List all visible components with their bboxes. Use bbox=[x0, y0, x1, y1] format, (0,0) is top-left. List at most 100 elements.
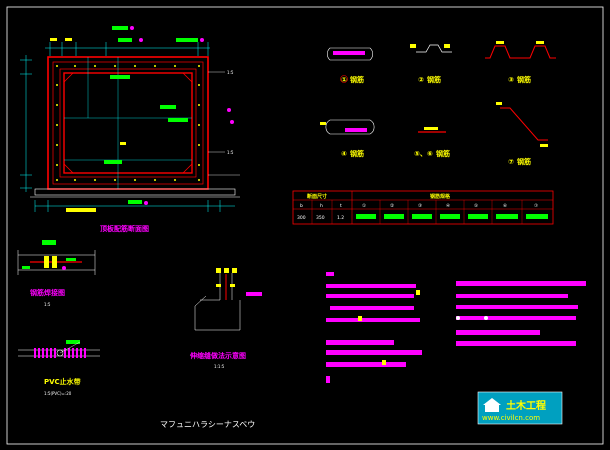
callout-node bbox=[230, 120, 234, 124]
joint-caption: 伸缩缝做法示意图 bbox=[189, 351, 246, 360]
callout-tag bbox=[42, 240, 56, 245]
weld-plate bbox=[44, 256, 49, 268]
table-header-section: 断面尺寸 bbox=[307, 193, 327, 200]
callout-node bbox=[130, 26, 134, 30]
rebar-shape-1-number: ① bbox=[341, 76, 347, 84]
rebar-shapes: ① 钢筋 ② 钢筋 ③ 钢筋 ④ 钢筋 ⑤、⑥ 钢筋 ⑦ 钢筋 bbox=[320, 41, 556, 166]
table-cell-b: 300 bbox=[297, 215, 306, 221]
notes-right bbox=[456, 281, 586, 346]
rebar-length-tag bbox=[333, 51, 365, 55]
rebar-dim-tag bbox=[536, 41, 544, 44]
weld-plate bbox=[52, 256, 57, 268]
right-leaders bbox=[208, 71, 240, 176]
table-subheader-b: b bbox=[300, 203, 303, 209]
rebar-outer-layer bbox=[52, 61, 204, 185]
table-subheader-2: ② bbox=[390, 203, 394, 209]
rebar-dim-tag bbox=[496, 41, 504, 44]
base-slab bbox=[34, 188, 236, 196]
dim-tag bbox=[120, 142, 126, 145]
house-icon bbox=[483, 398, 501, 412]
rebar-shape-1-label: 钢筋 bbox=[350, 75, 364, 84]
rebar-shape-4 bbox=[325, 119, 375, 135]
logo-text: 土木工程 bbox=[506, 399, 546, 412]
rebar-shape-3-label: 钢筋 bbox=[517, 75, 531, 84]
corner-haunches bbox=[63, 72, 193, 174]
rebar-length-tag bbox=[345, 128, 367, 132]
rebar-shape-1 bbox=[326, 47, 374, 61]
drawing-title: マフュニハラシーナスベウ bbox=[160, 420, 255, 429]
table-subheader-t: t bbox=[340, 203, 342, 209]
rebar-shape-4-number: ④ bbox=[341, 150, 347, 158]
callout-node bbox=[227, 108, 231, 112]
notes-left bbox=[326, 272, 422, 383]
rebar-dim-tag bbox=[320, 122, 326, 125]
bottom-dimension-chain bbox=[34, 200, 235, 212]
callout-tag bbox=[66, 340, 80, 344]
table-subheader-7: ⑦ bbox=[534, 203, 538, 209]
leader-text: 1:5 bbox=[227, 70, 234, 75]
rebar-dots bbox=[56, 65, 200, 181]
logo-url: www.civilcn.com bbox=[482, 414, 540, 422]
dim-tag bbox=[50, 38, 57, 41]
rebar-shape-5-6-number: ⑤、⑥ bbox=[414, 150, 433, 158]
table-subheader-3: ③ bbox=[418, 203, 422, 209]
table-subheader-h: h bbox=[320, 203, 323, 209]
dim-tag bbox=[65, 38, 72, 41]
rebar-shape-2-number: ② bbox=[418, 76, 424, 84]
table-value-bars bbox=[356, 214, 548, 219]
rebar-table: 断面尺寸 钢筋规格 b h t ① ② ③ ④ ⑤ ⑥ ⑦ 300 350 1.… bbox=[292, 190, 554, 225]
table-border bbox=[292, 190, 554, 225]
pvc-waterstop: PVC止水带 1:5(PVC)=:20 bbox=[18, 340, 100, 396]
rebar-shape-7-number: ⑦ bbox=[508, 158, 514, 166]
concrete-inner-wall bbox=[63, 72, 193, 174]
callout-tag bbox=[128, 200, 142, 204]
joint-detail: 伸缩缝做法示意图 1:1:5 bbox=[189, 268, 262, 369]
callout-tag bbox=[118, 38, 132, 42]
table-subheader-1: ① bbox=[362, 203, 366, 209]
table-subheader-6: ⑥ bbox=[503, 203, 507, 209]
waterstop-bulb bbox=[56, 349, 64, 357]
civil-logo: 土木工程 www.civilcn.com bbox=[477, 391, 563, 425]
table-header-rebar: 钢筋规格 bbox=[430, 193, 451, 200]
callout-tag bbox=[168, 118, 188, 122]
rebar-dim-tag bbox=[424, 127, 438, 130]
rebar-dim-tag bbox=[496, 102, 502, 105]
welding-detail-scale: 1:5 bbox=[44, 302, 51, 307]
callout-node bbox=[200, 38, 204, 42]
note-tag bbox=[246, 292, 262, 296]
table-cell-t: 1.2 bbox=[337, 215, 344, 221]
main-section: 1:5 1:5 顶板配筋断面图 bbox=[20, 26, 240, 233]
table-subheader-4: ④ bbox=[446, 203, 450, 209]
rebar-inner-layer bbox=[59, 68, 197, 178]
callout-tag bbox=[110, 75, 130, 79]
callout-node bbox=[144, 201, 148, 205]
leader-text: 1:5 bbox=[227, 150, 234, 155]
main-section-caption: 顶板配筋断面图 bbox=[100, 224, 149, 233]
rebar-shape-4-label: 钢筋 bbox=[350, 149, 364, 158]
callout-tag bbox=[112, 26, 128, 30]
drawing-frame bbox=[6, 6, 604, 445]
top-dimension-chain bbox=[45, 42, 210, 56]
rebar-shape-3 bbox=[485, 45, 556, 59]
rebar-dim-tag bbox=[410, 44, 416, 48]
table-subheader-5: ⑤ bbox=[474, 203, 478, 209]
waterstop-ribs bbox=[34, 348, 86, 358]
joint-scale: 1:1:5 bbox=[214, 364, 225, 369]
rebar-shape-5-6-label: 钢筋 bbox=[436, 149, 450, 158]
rebar-shape-7 bbox=[500, 107, 548, 141]
welding-detail-caption: 钢筋焊接图 bbox=[30, 288, 65, 297]
callout-node bbox=[139, 38, 143, 42]
dim-tag bbox=[66, 208, 96, 212]
rebar-shape-3-number: ③ bbox=[508, 76, 514, 84]
rebar-shape-7-label: 钢筋 bbox=[517, 157, 531, 166]
rebar-dim-tag bbox=[540, 144, 548, 147]
left-dimension-chain bbox=[20, 55, 32, 192]
welding-detail: 钢筋焊接图 1:5 bbox=[17, 240, 96, 307]
pvc-scale: 1:5(PVC)=:20 bbox=[44, 391, 72, 396]
callout-tag bbox=[176, 38, 198, 42]
callout-tag bbox=[104, 160, 122, 164]
table-cell-h: 350 bbox=[316, 215, 325, 221]
rebar-shape-2 bbox=[416, 44, 452, 53]
